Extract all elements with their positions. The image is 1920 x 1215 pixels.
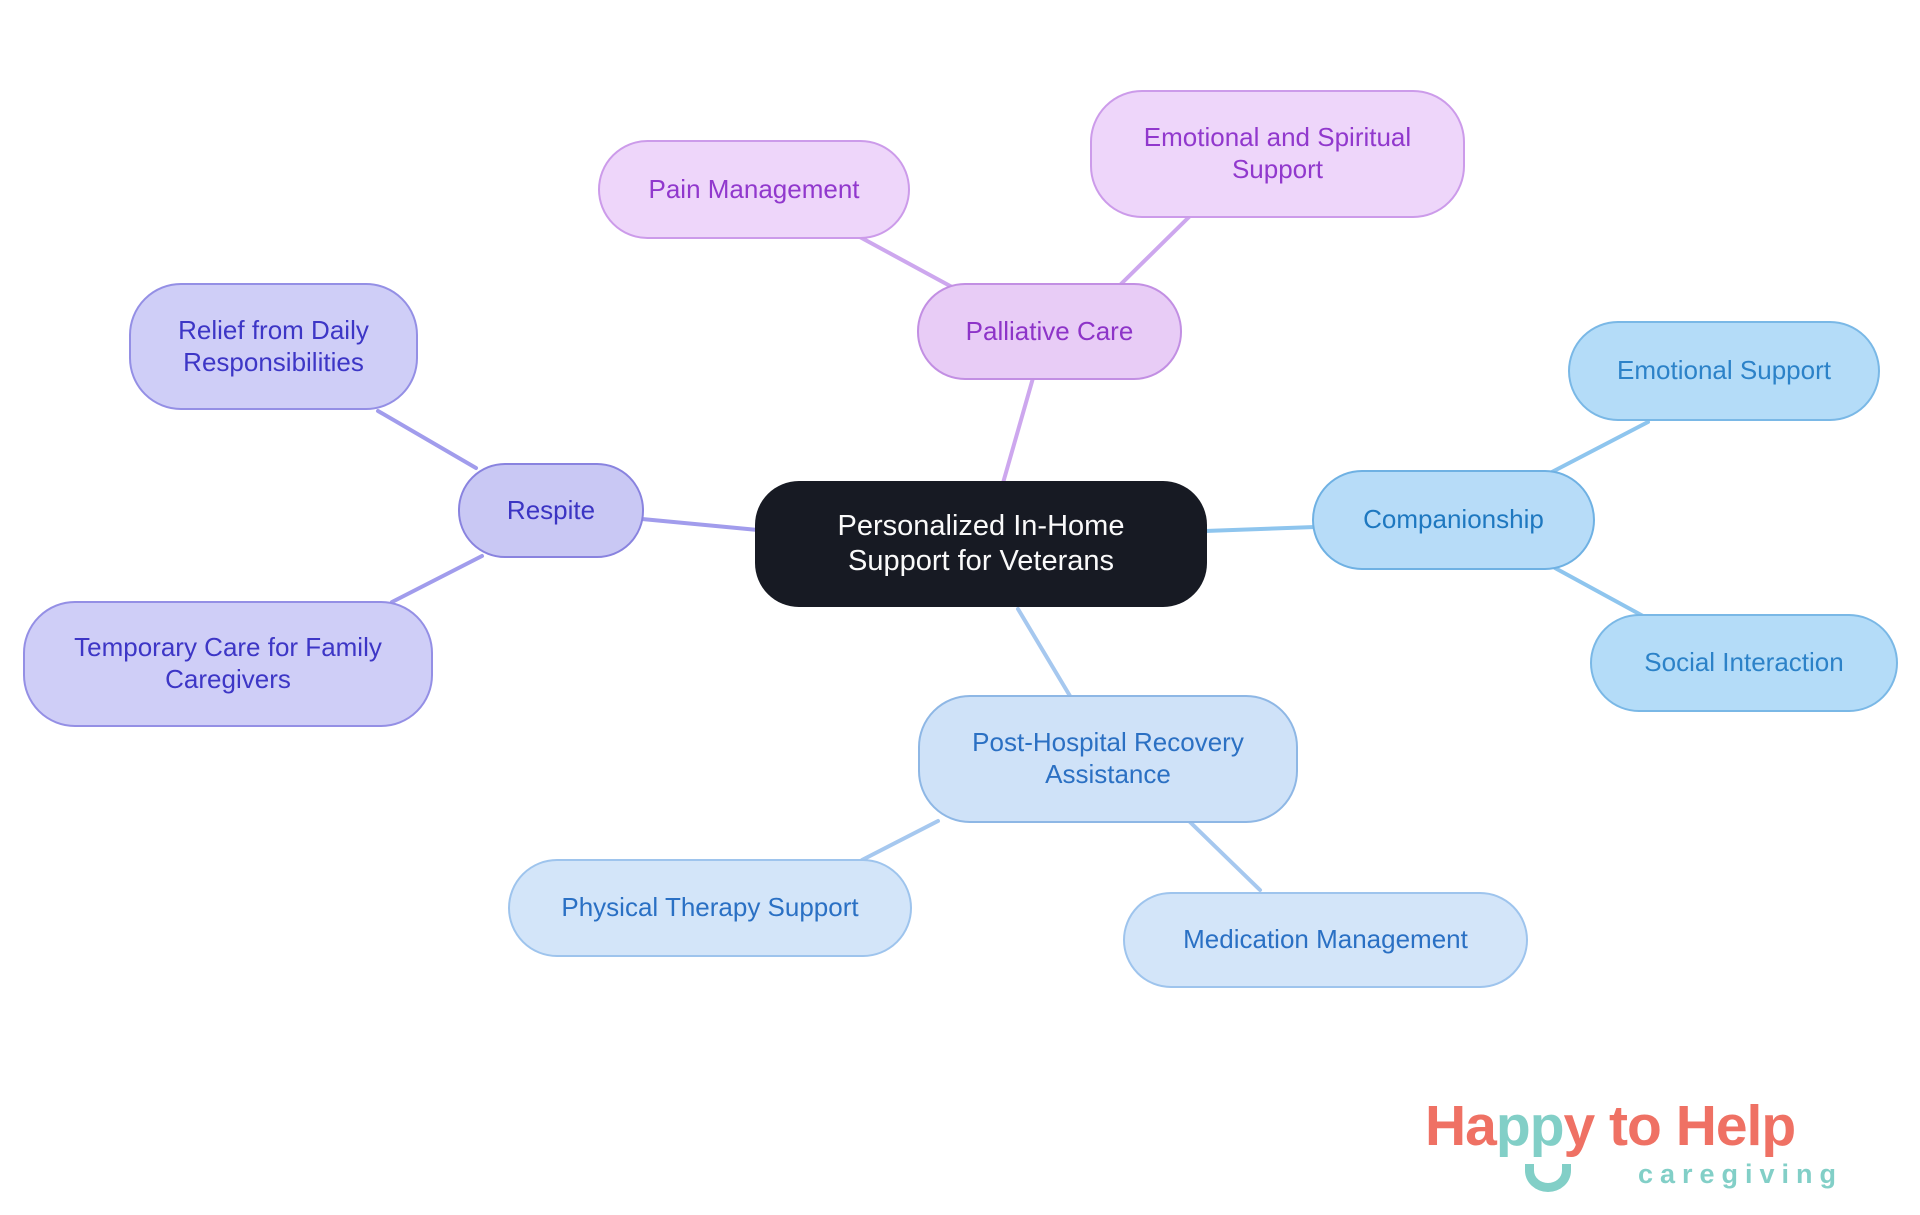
brand-tagline: caregiving [1637, 1159, 1843, 1189]
connector-center-posthospital [1016, 607, 1072, 698]
node-emotional-spiritual-support: Emotional and Spiritual Support [1090, 90, 1465, 218]
brand-segment-coral-2: y to Help [1563, 1094, 1797, 1158]
node-pain-management: Pain Management [598, 140, 910, 239]
node-emotional-support: Emotional Support [1568, 321, 1880, 421]
connector-respite-temporary [390, 554, 484, 604]
node-physical-therapy-support: Physical Therapy Support [508, 859, 912, 957]
node-center: Personalized In-Home Support for Veteran… [755, 481, 1207, 607]
connector-center-respite [640, 517, 760, 532]
connector-center-palliative [1001, 376, 1035, 485]
brand-logo: Happy to Help caregiving [1425, 1098, 1885, 1192]
node-post-hospital-recovery-assistance: Post-Hospital Recovery Assistance [918, 695, 1298, 823]
smile-icon [1525, 1164, 1571, 1192]
brand-segment-teal: pp [1495, 1094, 1565, 1158]
connector-respite-relief [376, 409, 478, 470]
connector-palliative-pain [856, 234, 954, 289]
connector-center-companionship [1203, 525, 1317, 533]
connector-companionship-emotional [1548, 420, 1650, 475]
node-temporary-care-for-family-caregivers: Temporary Care for Family Caregivers [23, 601, 433, 727]
connector-posthospital-physical [860, 819, 940, 862]
node-respite: Respite [458, 463, 644, 558]
connector-palliative-ess [1116, 214, 1192, 289]
brand-wordmark: Happy to Help [1425, 1098, 1885, 1155]
connector-posthospital-medication [1188, 820, 1262, 892]
node-relief-from-daily-responsibilities: Relief from Daily Responsibilities [129, 283, 418, 410]
node-palliative-care: Palliative Care [917, 283, 1182, 380]
connector-companionship-social [1553, 566, 1645, 618]
node-medication-management: Medication Management [1123, 892, 1528, 988]
node-social-interaction: Social Interaction [1590, 614, 1898, 712]
brand-segment-coral-1: Ha [1425, 1094, 1497, 1158]
node-companionship: Companionship [1312, 470, 1595, 570]
